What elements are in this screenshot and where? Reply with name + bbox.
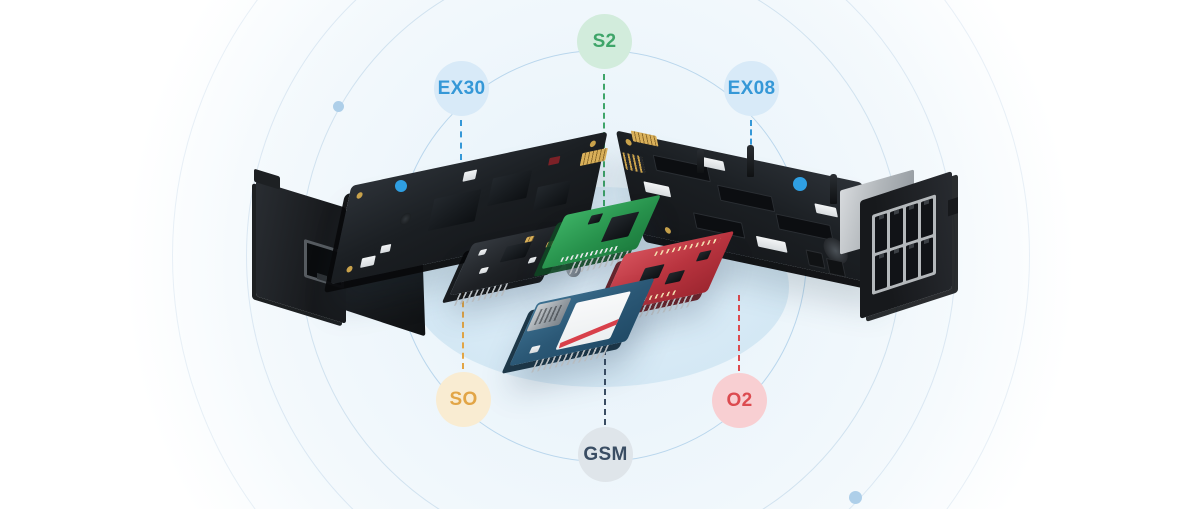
rj45-port-block <box>872 194 936 296</box>
pcb-component-white <box>462 169 478 182</box>
pcb-chip <box>499 241 533 263</box>
accent-dot-bright <box>395 180 407 192</box>
rj45-port <box>875 251 888 292</box>
module-socket <box>717 184 776 213</box>
bracket-tab <box>948 197 958 217</box>
thermal-pad <box>814 203 838 218</box>
badge-s2[interactable]: S2 <box>577 14 632 69</box>
standoff-post <box>830 174 837 204</box>
module-socket <box>775 213 834 242</box>
badge-gsm-label: GSM <box>583 443 628 465</box>
connector-line-ex08 <box>750 120 752 154</box>
pcb-chip <box>487 170 533 207</box>
pcb-chip <box>600 211 640 243</box>
screw-hole <box>345 265 354 274</box>
rj45-port <box>905 203 918 243</box>
pcb-capacitor <box>398 211 413 226</box>
screw-hole <box>589 140 597 148</box>
pcb-component-white <box>379 243 392 254</box>
pcb-component-white <box>478 266 489 275</box>
accent-dot <box>333 101 344 112</box>
rj45-port <box>920 198 933 238</box>
badge-ex30[interactable]: EX30 <box>434 61 489 116</box>
pcb-chip <box>587 213 604 225</box>
rj45-port <box>905 241 918 282</box>
ex08-expansion-board <box>612 130 962 329</box>
badge-ex30-label: EX30 <box>437 77 486 99</box>
rj45-notch <box>909 242 915 249</box>
accent-dot <box>849 491 862 504</box>
screw-hole <box>355 191 364 200</box>
label-stripe <box>558 317 622 349</box>
rj45-port <box>890 246 903 287</box>
standoff-post <box>747 145 754 177</box>
pcb-chip <box>427 188 482 232</box>
accent-dot-bright <box>793 177 807 191</box>
pcb-component-white <box>360 255 376 268</box>
background-ring-3 <box>246 0 956 509</box>
screw-hole <box>625 138 633 147</box>
rj45-port <box>920 236 933 277</box>
badge-gsm[interactable]: GSM <box>578 427 633 482</box>
badge-ex08[interactable]: EX08 <box>724 61 779 116</box>
pcb-component-white <box>477 248 488 256</box>
badge-o2-label: O2 <box>726 389 753 411</box>
screw-hole <box>664 226 672 235</box>
badge-s2-label: S2 <box>592 30 617 52</box>
connector-line-gsm <box>604 349 606 425</box>
pin-header <box>622 152 646 174</box>
ex30-faceplate <box>254 168 346 324</box>
badge-so[interactable]: SO <box>436 372 491 427</box>
rj45-notch <box>317 272 327 282</box>
pcb-chip <box>695 250 712 262</box>
background-ring-outer <box>172 0 1030 509</box>
badge-so-label: SO <box>449 388 478 410</box>
terminal-block <box>805 249 826 270</box>
rj45-notch <box>878 252 884 259</box>
rj45-notch <box>924 199 930 206</box>
pcb-component-white <box>527 256 537 264</box>
rj45-notch <box>893 209 899 215</box>
pcb-component-red <box>548 155 561 166</box>
pcb-chip <box>532 180 572 211</box>
rj45-notch <box>909 204 915 210</box>
connector-line-so <box>462 291 464 369</box>
gold-edge-connector <box>579 147 608 167</box>
pcb-component-white <box>528 345 541 354</box>
sim-contacts <box>533 304 565 326</box>
connector-line-ex30 <box>460 120 462 160</box>
ex30-bracket-tab <box>254 168 280 190</box>
pcb-component-gold <box>524 235 535 243</box>
standoff-post <box>697 149 704 173</box>
rj45-port <box>875 213 888 253</box>
rj45-notch <box>878 214 884 220</box>
thermal-pad <box>755 235 788 253</box>
badge-ex08-label: EX08 <box>727 77 776 99</box>
rj45-notch <box>893 247 899 254</box>
rj45-port <box>890 208 903 248</box>
rj45-notch <box>924 237 930 244</box>
badge-o2[interactable]: O2 <box>712 373 767 428</box>
pcb-chip <box>664 269 686 285</box>
connector-line-o2 <box>738 295 740 371</box>
